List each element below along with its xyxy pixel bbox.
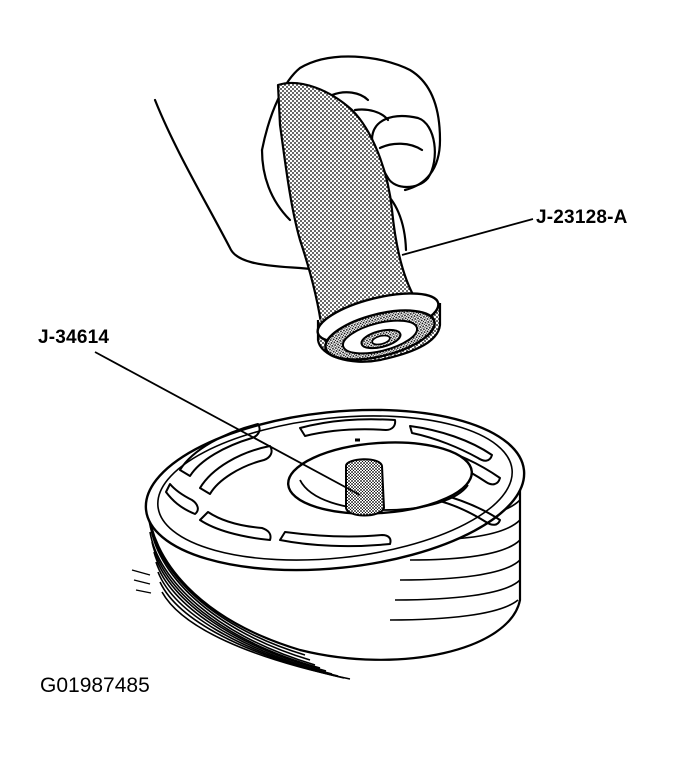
- figure-id-label: G01987485: [40, 674, 150, 697]
- leader-line-tool: [401, 218, 534, 256]
- leader-line-installer: [94, 351, 361, 496]
- pulley-drawing: [131, 408, 526, 680]
- callout-tool-label: J-23128-A: [536, 207, 628, 228]
- installer-shaft: [345, 458, 386, 517]
- leader-lines: [94, 218, 534, 496]
- tool-handle: [276, 81, 442, 363]
- callout-installer-label: J-34614: [38, 327, 110, 348]
